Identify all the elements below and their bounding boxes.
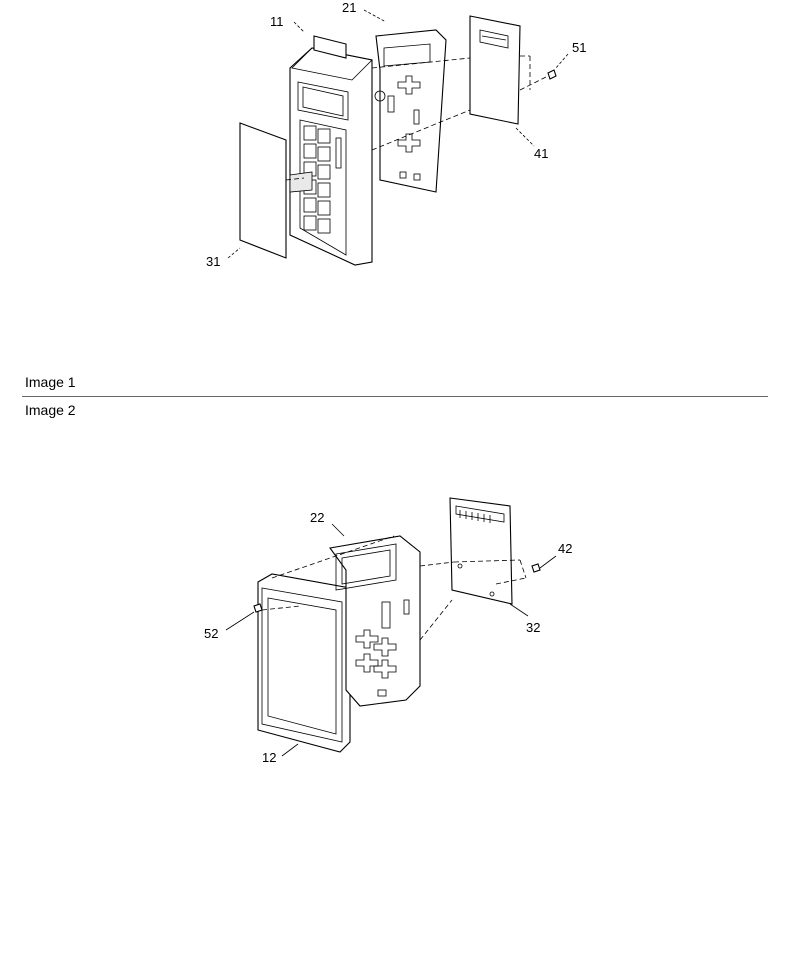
assembly-lines <box>285 55 549 181</box>
part-42-screw <box>531 563 541 573</box>
exploded-diagram-2: 22 52 42 32 12 <box>204 497 572 765</box>
callout-22: 22 <box>310 510 324 525</box>
part-21-bracket <box>374 29 447 193</box>
part-52-screw <box>253 603 263 613</box>
part-11-control-panel <box>289 35 373 266</box>
figure-caption-1: Image 1 <box>25 374 76 390</box>
part-12-front-frame <box>257 573 351 753</box>
exploded-diagram-1: 11 21 31 41 51 <box>206 0 586 269</box>
leader-lines <box>227 9 569 259</box>
callout-12: 12 <box>262 750 276 765</box>
assembly-lines-2 <box>261 535 527 641</box>
figure-caption-2: Image 2 <box>25 402 76 418</box>
divider <box>22 396 768 397</box>
part-32-circuit-board <box>449 497 513 605</box>
callout-31: 31 <box>206 254 220 269</box>
callout-11: 11 <box>270 14 284 29</box>
leader-lines-2 <box>225 523 557 757</box>
part-22-bracket <box>329 535 421 707</box>
part-41-circuit-board <box>469 15 521 125</box>
callout-42: 42 <box>558 541 572 556</box>
callout-52: 52 <box>204 626 218 641</box>
callout-32: 32 <box>526 620 540 635</box>
part-31-film-sheet <box>239 122 287 259</box>
callout-21: 21 <box>342 0 356 15</box>
callout-41: 41 <box>534 146 548 161</box>
callout-51: 51 <box>572 40 586 55</box>
part-51-screw <box>547 69 557 80</box>
